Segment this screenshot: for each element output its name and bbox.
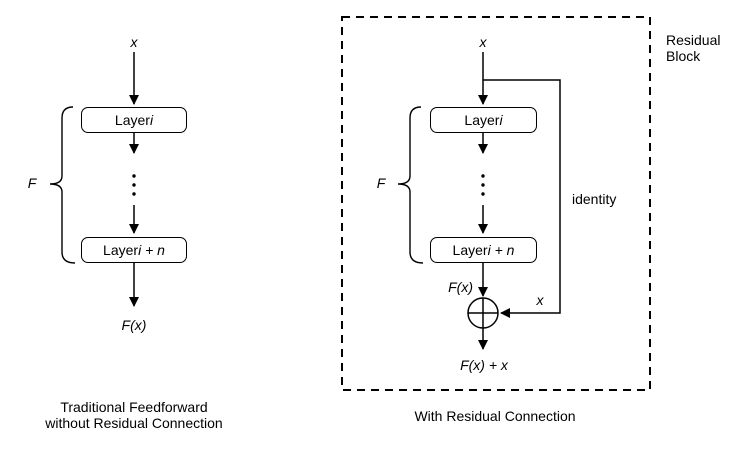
- left-brace: [49, 106, 76, 264]
- left-input-label: x: [130, 34, 138, 50]
- layer-label-prefix: Layer: [452, 242, 488, 258]
- left-caption-line1: Traditional Feedforward: [60, 399, 208, 415]
- layer-label-var: i + n: [487, 242, 515, 258]
- left-ellipsis-dots: [132, 174, 136, 196]
- left-brace-label: F: [27, 175, 37, 191]
- right-layer-last-box: Layer i + n: [430, 237, 537, 263]
- layer-label-var: i + n: [138, 242, 165, 258]
- right-layer-first-box: Layer i: [430, 107, 537, 133]
- right-brace: [397, 106, 424, 264]
- sum-node: [467, 297, 499, 329]
- layer-label-prefix: Layer: [464, 112, 500, 128]
- layer-label-prefix: Layer: [103, 242, 139, 258]
- left-caption-line2: without Residual Connection: [45, 415, 223, 431]
- skip-connection-line: [483, 79, 561, 318]
- residual-block-dashed-border: [341, 16, 651, 391]
- right-brace-label: F: [376, 175, 386, 191]
- right-input-label: x: [479, 34, 487, 50]
- layer-label-prefix: Layer: [114, 112, 150, 128]
- right-caption: With Residual Connection: [414, 408, 576, 424]
- identity-label: identity: [572, 191, 617, 207]
- layer-label-var: i: [149, 112, 154, 128]
- layer-label-var: i: [499, 112, 503, 128]
- left-output-label: F(x): [121, 317, 147, 333]
- right-ellipsis-dots: [481, 174, 485, 196]
- skip-label: x: [536, 292, 544, 308]
- residual-block-label-line2: Block: [666, 48, 701, 64]
- left-layer-last-box: Layer i + n: [81, 237, 187, 263]
- left-caption: Traditional Feedforward without Residual…: [23, 399, 245, 431]
- residual-block-label: Residual Block: [666, 32, 720, 64]
- sum-input-label: F(x): [448, 279, 473, 295]
- right-output-label: F(x) + x: [460, 357, 508, 373]
- left-layer-first-box: Layer i: [81, 107, 187, 133]
- residual-block-label-line1: Residual: [666, 32, 721, 48]
